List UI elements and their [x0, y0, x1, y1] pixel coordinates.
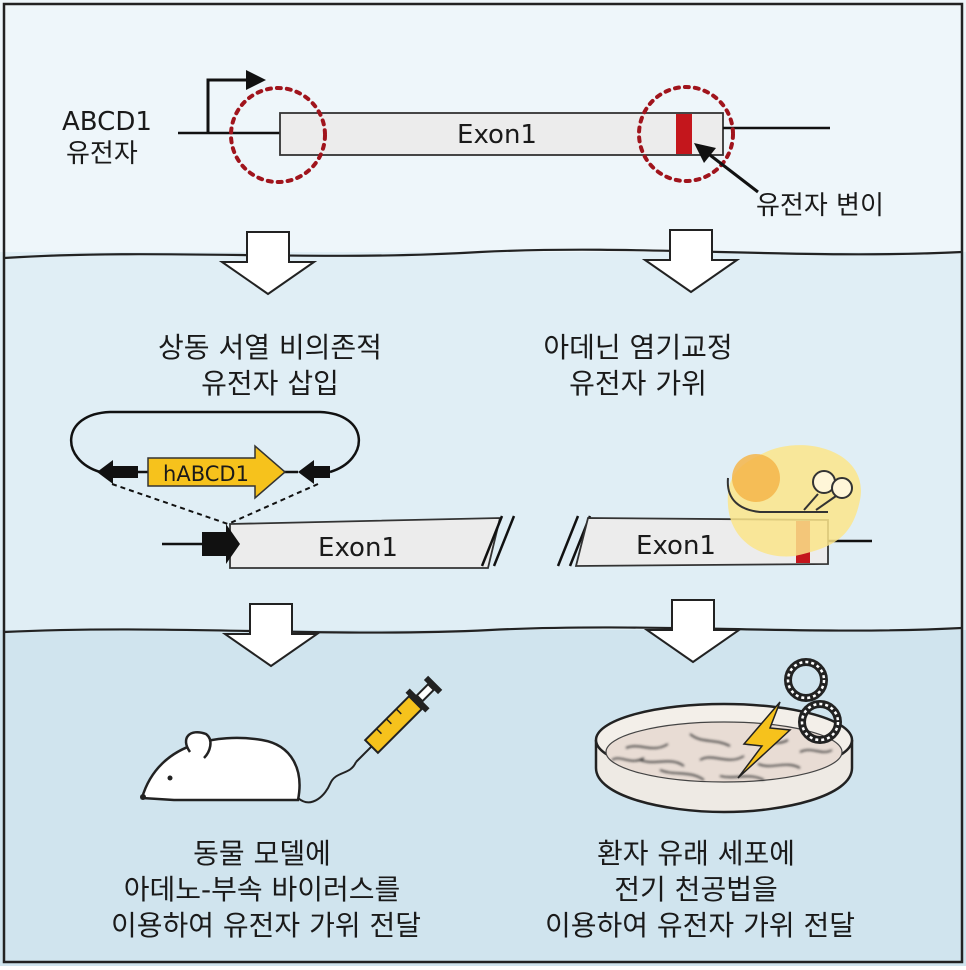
syringe-plunger-cap [423, 675, 443, 695]
right-caption-line2: 전기 천공법을 [614, 873, 777, 906]
left-method-title-line2: 유전자 삽입 [201, 367, 339, 400]
left-break-mark-1 [480, 515, 504, 567]
lightning-icon [737, 701, 792, 779]
left-caption-line2: 아데노-부속 바이러스를 [124, 873, 401, 906]
down-arrow-right-2 [643, 599, 743, 664]
hABCD1-label: hABCD1 [163, 462, 249, 486]
hABCD1-insert-arrow [147, 444, 287, 500]
mutation-mark [676, 114, 692, 154]
insertion-diagram: hABCD1 Exon1 [70, 410, 516, 569]
plasmid-rings-icon [784, 658, 842, 744]
mouse-eye [167, 775, 173, 781]
mutation-pointer-line [705, 150, 759, 194]
plasmid-ring-2-inner [800, 702, 840, 742]
left-exon-label: Exon1 [318, 533, 398, 563]
promoter-arrow [206, 78, 250, 133]
syringe-tick-3 [395, 708, 402, 715]
guide-rna-stem-1 [803, 493, 819, 511]
syringe-tick-1 [375, 728, 382, 735]
dotted-circle-mutation [637, 85, 735, 183]
left-caption-line3: 이용하여 유전자 가위 전달 [111, 909, 421, 942]
base-editor-diagram: Exon1 [556, 445, 872, 567]
promoter-arrowhead-icon [246, 70, 266, 90]
exon1-label: Exon1 [457, 120, 537, 150]
mutation-label: 유전자 변이 [756, 191, 884, 221]
mouse-tail [297, 761, 357, 804]
down-arrow-left-1 [218, 231, 318, 296]
guide-rna-strand [726, 477, 828, 513]
right-break-mark-1 [556, 515, 580, 567]
insert-dashed-right [227, 483, 319, 525]
left-break-mark-2 [492, 515, 516, 567]
right-caption-line3: 이용하여 유전자 가위 전달 [545, 909, 855, 942]
inserted-black-arrow-icon [202, 524, 240, 564]
panel-2-background [0, 252, 966, 636]
mouse-ear [184, 731, 212, 759]
syringe-needle [355, 745, 373, 763]
plasmid-left-arrow-icon [97, 460, 138, 484]
plasmid-right-arrow-icon [298, 460, 330, 484]
divider-2 [3, 626, 963, 634]
gene-label-line1: ABCD1 [62, 107, 152, 137]
guide-rna-stem-2 [815, 495, 837, 511]
insert-dashed-left [111, 483, 229, 525]
mouse-nose [140, 794, 146, 800]
right-method-title-line2: 유전자 가위 [569, 367, 707, 400]
petri-dish-icon [594, 702, 854, 814]
divider-1 [3, 248, 963, 260]
exon1-box [279, 112, 724, 156]
mouse-body [140, 736, 301, 802]
mutation-pointer-arrowhead-icon [694, 143, 716, 163]
down-arrow-right-1 [641, 229, 741, 294]
left-caption-line1: 동물 모델에 [193, 837, 331, 870]
mouse-icon [140, 731, 357, 804]
plasmid-ring-1-inner [786, 660, 826, 700]
syringe-plunger [415, 682, 436, 703]
syringe-icon [355, 675, 443, 763]
right-method-title-line1: 아데닌 염기교정 [543, 331, 732, 364]
cells [611, 733, 833, 781]
down-arrow-left-2 [221, 603, 321, 668]
plasmid-loop [70, 410, 360, 474]
syringe-tick-2 [385, 718, 392, 725]
left-method-title-line1: 상동 서열 비의존적 [158, 331, 382, 364]
syringe-flange [405, 688, 430, 713]
right-exon-label: Exon1 [636, 531, 716, 561]
gene-diagram: Exon1 [178, 70, 830, 194]
guide-rna-loop-2 [831, 477, 853, 499]
dotted-circle-promoter [229, 86, 327, 184]
deaminase-domain [732, 454, 780, 502]
gene-label-line2: 유전자 [66, 139, 138, 169]
right-caption-line1: 환자 유래 세포에 [597, 837, 795, 870]
